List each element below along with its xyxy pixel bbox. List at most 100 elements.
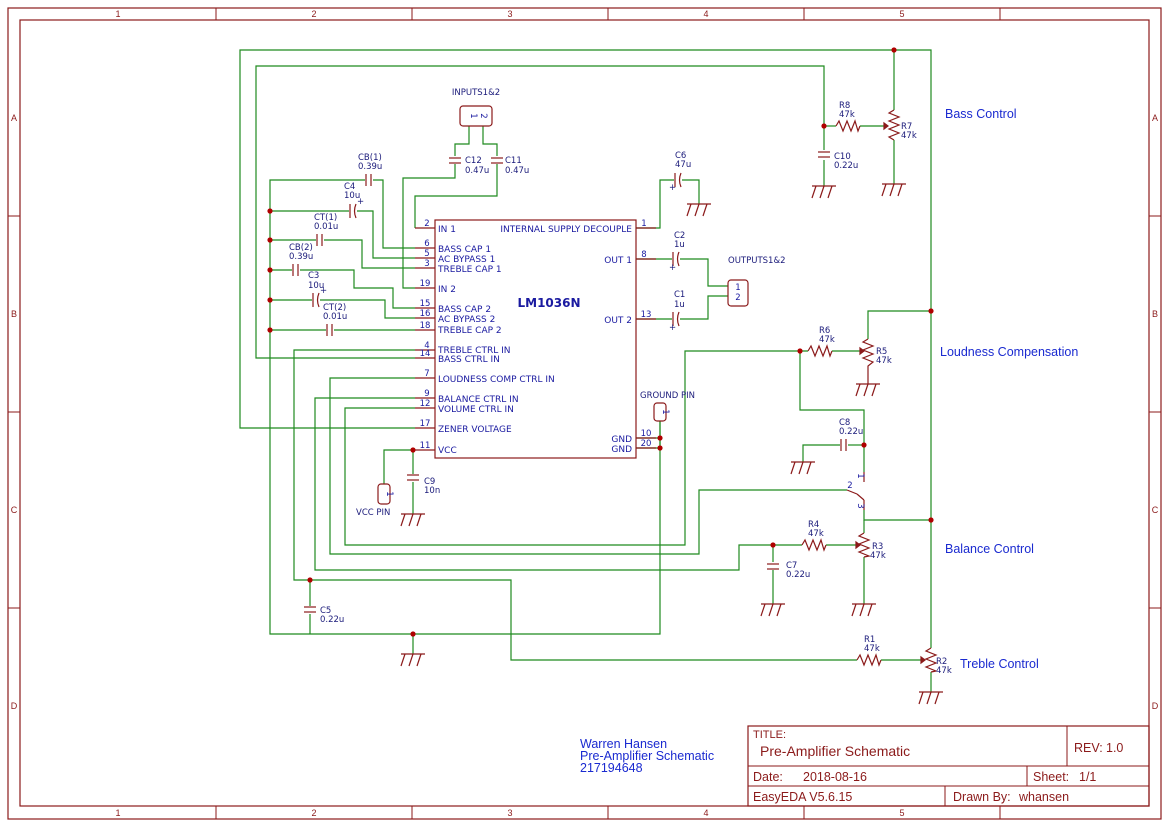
pin-number: 3	[424, 259, 429, 269]
capacitor-ct1[interactable]: CT(1) 0.01u	[314, 213, 338, 246]
connector-pin: 1	[384, 491, 394, 496]
pin-number: 4	[424, 341, 429, 351]
cap-ref: C4	[344, 182, 355, 192]
capacitor-cb2[interactable]: CB(2) 0.39u	[289, 243, 313, 276]
capacitor-c8[interactable]: C8 0.22u	[839, 418, 863, 451]
polarity-mark: +	[669, 263, 676, 273]
capacitor-c6[interactable]: + C6 47u	[669, 151, 691, 193]
capacitor-c7[interactable]: C7 0.22u	[767, 561, 810, 580]
sheet-value: 1/1	[1079, 770, 1096, 784]
res-value: 47k	[839, 110, 855, 120]
col-label-bottom: 5	[899, 808, 904, 818]
pin-name: BASS CAP 2	[438, 305, 491, 315]
cap-ref: C11	[505, 156, 522, 166]
title-label: TITLE:	[753, 729, 786, 741]
potentiometer-r5[interactable]: R5 47k	[859, 338, 892, 384]
pin-name: OUT 2	[604, 316, 632, 326]
resistor-r1[interactable]: R1 47k	[856, 635, 882, 667]
pin-number: 7	[424, 369, 429, 379]
drawn-by-label: Drawn By:	[953, 790, 1011, 804]
cap-ref: CT(2)	[323, 303, 346, 313]
row-label-left: D	[11, 701, 18, 711]
cap-ref: CT(1)	[314, 213, 337, 223]
capacitor-c12[interactable]: C12 0.47u	[449, 156, 489, 176]
ground-icon	[881, 183, 906, 197]
ic-lm1036n[interactable]: LM1036N 2 6 5 3 19 15 16 18 4 14 7 9 12 …	[415, 219, 656, 459]
resistor-r8[interactable]: R8 47k	[835, 101, 861, 133]
cap-ref: C8	[839, 418, 850, 428]
res-ref: R6	[819, 326, 830, 336]
col-label-bottom: 4	[703, 808, 708, 818]
res-ref: R2	[936, 657, 947, 667]
pin-number: 18	[420, 321, 431, 331]
connector-ref: INPUTS1&2	[452, 88, 500, 98]
pin-number: 6	[424, 239, 429, 249]
capacitor-c2[interactable]: + C2 1u	[669, 231, 685, 273]
pin-name: BASS CTRL IN	[438, 355, 500, 365]
capacitor-c5[interactable]: C5 0.22u	[304, 606, 344, 625]
cap-ref: C2	[674, 231, 685, 241]
capacitor-c9[interactable]: C9 10n	[407, 474, 440, 496]
res-ref: R4	[808, 520, 819, 530]
cap-ref: C6	[675, 151, 686, 161]
res-value: 47k	[901, 131, 917, 141]
author-id: 217194648	[580, 761, 643, 775]
capacitor-c4[interactable]: + C4 10u	[344, 182, 364, 219]
connector-vcc-pin[interactable]: 1 VCC PIN	[356, 483, 394, 518]
cap-value: 0.01u	[323, 312, 347, 322]
capacitor-c1[interactable]: + C1 1u	[669, 290, 685, 333]
res-value: 47k	[808, 529, 824, 539]
pin-number: 8	[641, 250, 646, 260]
connector-ground-pin[interactable]: 1 GROUND PIN	[640, 391, 695, 422]
res-ref: R3	[872, 542, 883, 552]
potentiometer-r3[interactable]: R3 47k	[855, 532, 886, 561]
title-value: Pre-Amplifier Schematic	[760, 743, 910, 759]
capacitor-c10[interactable]: C10 0.22u	[818, 151, 858, 171]
ground-icon	[918, 691, 943, 705]
date-label: Date:	[753, 770, 783, 784]
capacitor-c11[interactable]: C11 0.47u	[491, 156, 529, 176]
cap-value: 0.47u	[505, 166, 529, 176]
pin-name: IN 2	[438, 285, 456, 295]
pin-name: TREBLE CAP 1	[437, 265, 502, 275]
pin-number: 20	[641, 439, 652, 449]
row-label-right: B	[1152, 309, 1158, 319]
cap-ref: CB(2)	[289, 243, 313, 253]
cap-value: 0.22u	[320, 615, 344, 625]
pin-name: INTERNAL SUPPLY DECOUPLE	[500, 225, 632, 235]
col-label-bottom: 1	[115, 808, 120, 818]
connector-outputs[interactable]: 1 2 OUTPUTS1&2	[727, 256, 785, 307]
capacitor-c3[interactable]: + C3 10u	[308, 271, 327, 308]
ground-icon	[851, 603, 876, 617]
res-ref: R1	[864, 635, 875, 645]
pin-name: TREBLE CTRL IN	[437, 346, 510, 356]
connector-pin: 1	[468, 113, 478, 118]
cap-ref: C3	[308, 271, 319, 281]
pin-number: 10	[641, 429, 652, 439]
row-label-right: D	[1152, 701, 1159, 711]
resistor-r4[interactable]: R4 47k	[801, 520, 827, 552]
capacitors: C12 0.47u C11 0.47u CB(1) 0.39u + C4 10u…	[289, 151, 863, 625]
ground-icon	[400, 513, 425, 527]
frame-zone-labels: 1 2 3 4 5 1 2 3 4 5 A B C D A B C D	[11, 9, 1159, 818]
title-block: TITLE: Pre-Amplifier Schematic REV: 1.0 …	[747, 725, 1150, 807]
potentiometer-r7[interactable]: R7 47k	[883, 109, 917, 141]
cap-ref: C10	[834, 152, 851, 162]
cap-value: 47u	[675, 160, 691, 170]
pin-name: VCC	[438, 446, 457, 456]
col-label-bottom: 3	[507, 808, 512, 818]
pin-number: 16	[420, 309, 431, 319]
pin-name: GND	[611, 445, 632, 455]
loudness-switch[interactable]: 1 2 3	[846, 472, 865, 510]
connector-inputs[interactable]: 1 2 INPUTS1&2	[452, 88, 500, 127]
cap-value: 0.39u	[289, 252, 313, 262]
resistor-r6[interactable]: R6 47k	[807, 326, 835, 358]
potentiometer-r2[interactable]: R2 47k	[920, 647, 952, 676]
cap-value: 10u	[308, 281, 324, 291]
connector-ref: GROUND PIN	[640, 391, 695, 401]
capacitor-ct2[interactable]: CT(2) 0.01u	[323, 303, 347, 336]
pin-number: 13	[641, 310, 652, 320]
capacitor-cb1[interactable]: CB(1) 0.39u	[358, 153, 382, 186]
connector-ref: OUTPUTS1&2	[728, 256, 785, 266]
